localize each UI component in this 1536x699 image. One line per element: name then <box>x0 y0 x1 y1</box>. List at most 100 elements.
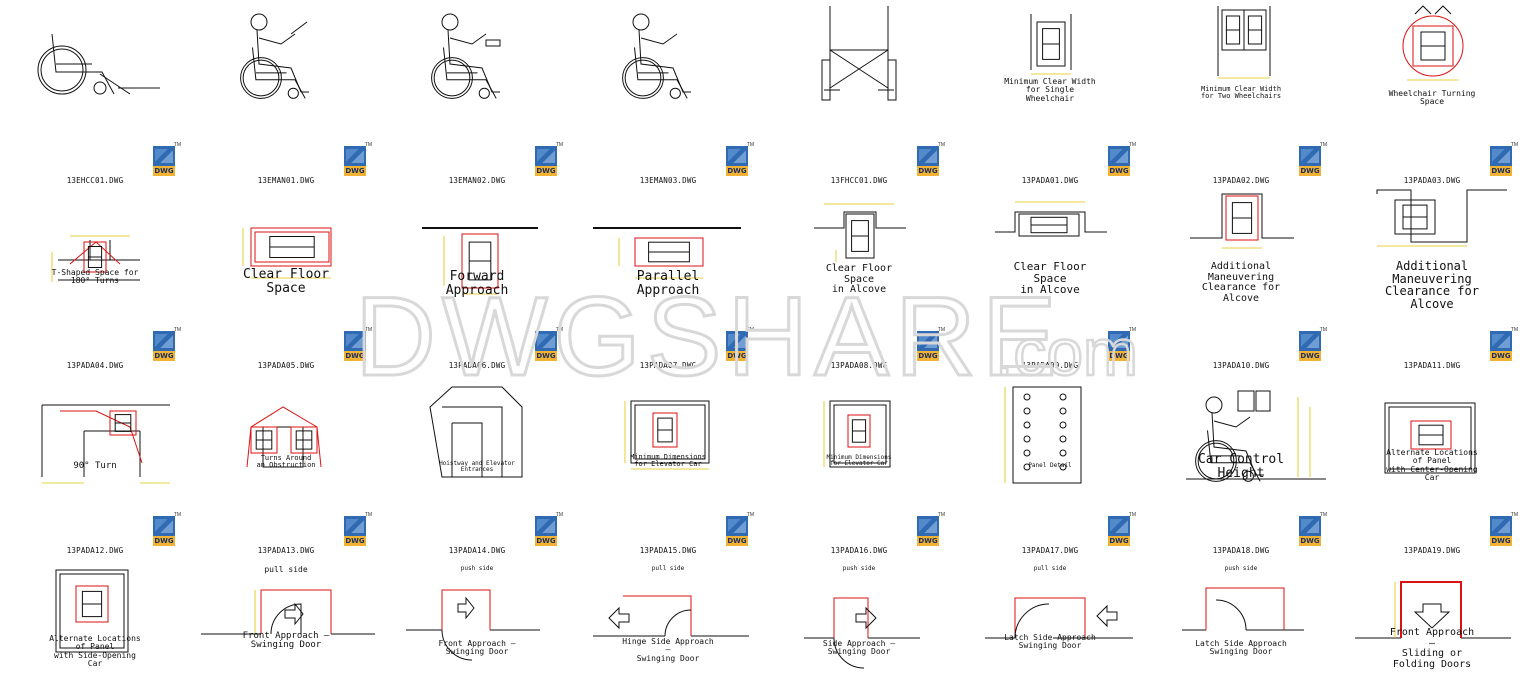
file-name[interactable]: 13PADA17.DWG <box>1021 546 1079 555</box>
file-name[interactable]: 13PADA06.DWG <box>448 361 506 370</box>
file-name[interactable]: 13PADA09.DWG <box>1021 361 1079 370</box>
file-name[interactable]: 13PADA13.DWG <box>257 546 315 555</box>
file-name[interactable]: 13EMAN01.DWG <box>257 176 315 185</box>
file-name[interactable]: 13EMAN02.DWG <box>448 176 506 185</box>
cad-drawing-door-latch <box>985 597 1133 639</box>
drawing-caption: Minimum Clear Width for Single Wheelchai… <box>1004 77 1096 103</box>
cad-drawing-clear-floor <box>242 227 332 279</box>
file-name[interactable]: 13PADA12.DWG <box>66 546 124 555</box>
file-name[interactable]: 13PADA14.DWG <box>448 546 506 555</box>
file-name[interactable]: 13PADA11.DWG <box>1403 361 1461 370</box>
file-name[interactable]: 13PADA18.DWG <box>1212 546 1270 555</box>
drawing-tile[interactable] <box>382 0 573 144</box>
file-name[interactable]: 13PADA16.DWG <box>830 546 888 555</box>
drawing-tile[interactable]: Wheelchair Turning Space <box>1337 0 1528 144</box>
cad-drawing-wheelchair-front <box>821 6 897 101</box>
drawing-caption: Clear Floor Space in Alcove <box>825 263 893 295</box>
file-name[interactable]: 13PADA05.DWG <box>257 361 315 370</box>
file-name[interactable]: 13PADA10.DWG <box>1212 361 1270 370</box>
drawing-tile[interactable] <box>0 0 191 144</box>
file-name[interactable]: 13EHCC01.DWG <box>66 176 124 185</box>
file-name[interactable]: 13PADA01.DWG <box>1021 176 1079 185</box>
file-name[interactable]: 13PADA02.DWG <box>1212 176 1270 185</box>
drawing-caption: Front Approach — Sliding or Folding Door… <box>1389 627 1475 670</box>
cad-drawing-wheelchair-side <box>37 33 160 95</box>
cad-drawing-door-front-push <box>406 589 540 661</box>
file-name[interactable]: 13PADA04.DWG <box>66 361 124 370</box>
file-name[interactable]: 13PADA07.DWG <box>639 361 697 370</box>
dwg-icon-label: DWG <box>344 351 366 361</box>
file-name[interactable]: 13PADA19.DWG <box>1403 546 1461 555</box>
drawing-caption: Panel Detail <box>1028 462 1072 469</box>
drawing-tile[interactable]: Minimum Clear Width for Two Wheelchairs <box>1146 0 1337 144</box>
trademark-mark: TM <box>937 327 945 333</box>
dwg-icon-label: DWG <box>1108 536 1130 546</box>
drawing-tile[interactable]: Minimum Clear Width for Single Wheelchai… <box>955 0 1146 144</box>
trademark-mark: TM <box>364 512 372 518</box>
drawing-caption: Latch Side Approach Swinging Door <box>1195 639 1287 657</box>
dwg-icon-label: DWG <box>1299 166 1321 176</box>
cad-drawing-person-reading <box>431 13 501 99</box>
cad-drawing-car-a <box>624 400 710 470</box>
drawing-caption: 90° Turn <box>73 461 117 471</box>
file-name[interactable]: 13PADA08.DWG <box>830 361 888 370</box>
file-name[interactable]: 13EMAN03.DWG <box>639 176 697 185</box>
file-name[interactable]: 13PADA03.DWG <box>1403 176 1461 185</box>
file-name[interactable]: 13FHCC01.DWG <box>830 176 888 185</box>
drawing-tile[interactable] <box>764 0 955 144</box>
trademark-mark: TM <box>937 142 945 148</box>
drawing-tile[interactable] <box>573 0 764 144</box>
file-name[interactable]: 13PADA15.DWG <box>639 546 697 555</box>
drawing-tile[interactable] <box>191 0 382 144</box>
dwg-icon-label: DWG <box>1108 351 1130 361</box>
